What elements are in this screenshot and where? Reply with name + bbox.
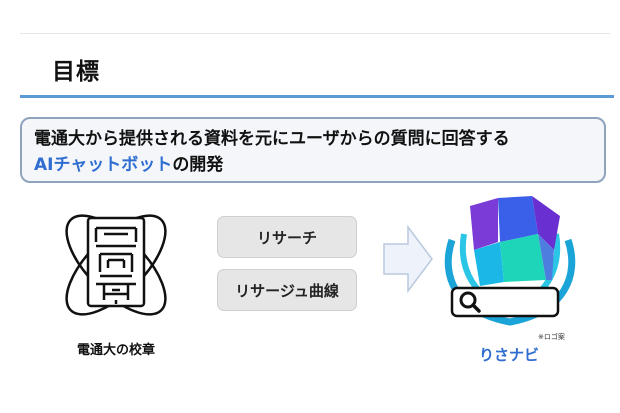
goal-line-2: AIチャットボットの開発 (34, 152, 592, 178)
research-button[interactable]: リサーチ (217, 216, 357, 258)
goal-highlight: AIチャットボット (34, 155, 173, 175)
risanavi-logo-icon (444, 196, 576, 326)
lissajous-button[interactable]: リサージュ曲線 (217, 269, 357, 311)
emblem-caption: 電通大の校章 (76, 343, 155, 358)
right-arrow-icon (383, 224, 433, 294)
page-title: 目標 (52, 59, 100, 85)
goal-callout: 電通大から提供される資料を元にユーザからの質問に回答する AIチャットボットの開… (20, 117, 606, 183)
logo-note: ※ロゴ案 (538, 333, 565, 341)
title-underline (20, 95, 614, 98)
search-icon (459, 291, 481, 313)
goal-suffix: の開発 (172, 155, 224, 175)
top-divider (20, 33, 610, 34)
university-emblem-icon (65, 214, 167, 316)
goal-line-1: 電通大から提供される資料を元にユーザからの質問に回答する (34, 129, 510, 149)
logo-name: りさナビ (478, 346, 539, 364)
